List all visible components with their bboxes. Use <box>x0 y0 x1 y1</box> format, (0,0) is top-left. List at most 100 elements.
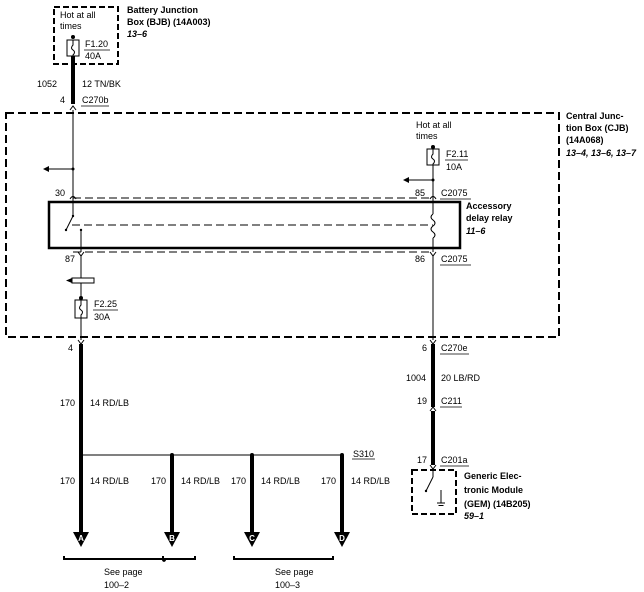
generic-electronic-module <box>411 469 457 515</box>
relay-title-2: delay relay <box>466 213 513 223</box>
cjb-title-3: (14A068) <box>566 135 604 145</box>
fuse-icon <box>66 39 80 57</box>
relay-ref: 11–6 <box>466 226 486 236</box>
relay-connector-top: C2075 <box>441 188 468 198</box>
f225-fuse-id: F2.25 <box>94 299 117 309</box>
relay-title-1: Accessory <box>466 201 512 211</box>
relay-body[interactable] <box>47 200 462 250</box>
pin-symbol <box>69 196 77 200</box>
branch-circuit: 170 <box>151 476 166 486</box>
right-out-pin3: 17 <box>417 455 427 465</box>
switch-contact <box>64 228 68 232</box>
arrow-down-icon[interactable] <box>73 532 89 547</box>
connector-c270e-symbol <box>429 339 437 345</box>
branch-c: C 170 14 RD/LB <box>231 453 300 547</box>
gem-title-3: (GEM) (14B205) <box>464 499 531 509</box>
bjb-fuse-id: F1.20 <box>85 39 108 49</box>
right-out-connector: C270e <box>441 343 468 353</box>
left-out-pin: 4 <box>68 343 73 353</box>
relay-coil-icon <box>430 213 436 239</box>
relay-pin-30: 30 <box>55 188 65 198</box>
cjb-title-2: tion Box (CJB) <box>566 123 629 133</box>
see-page-ab-1: See page <box>104 567 143 577</box>
relay-switch-icon <box>65 215 74 231</box>
f225-fuse-rating: 30A <box>94 312 110 322</box>
bjb-hot-label-2: times <box>60 21 82 31</box>
bjb-title-1: Battery Junction <box>127 5 198 15</box>
relay-pin-87: 87 <box>65 254 75 264</box>
relay-pin-85: 85 <box>415 188 425 198</box>
branch-letter: B <box>169 534 175 543</box>
gem-title-1: Generic Elec- <box>464 471 522 481</box>
gem-switch-icon <box>425 476 434 492</box>
cjb-ref: 13–4, 13–6, 13–7 <box>566 148 637 158</box>
right-out-pin2: 19 <box>417 396 427 406</box>
wire-1052-connector: C270b <box>82 95 109 105</box>
gem-title-2: tronic Module <box>464 485 523 495</box>
left-out-spec: 14 RD/LB <box>90 398 129 408</box>
gem-ref: 59–1 <box>464 511 484 521</box>
wire-1052-spec: 12 TN/BK <box>82 79 121 89</box>
f211-fuse-id: F2.11 <box>446 149 468 159</box>
branch-d: D 170 14 RD/LB <box>321 453 390 547</box>
arrow-down-icon[interactable] <box>164 532 180 547</box>
branch-circuit: 170 <box>231 476 246 486</box>
arrow-down-icon[interactable] <box>244 532 260 547</box>
connector-c270b-symbol <box>69 105 77 111</box>
arrow-left-icon <box>403 177 409 183</box>
bjb-ref: 13–6 <box>127 29 148 39</box>
cjb-hot-label-2: times <box>416 131 438 141</box>
f211-fuse-node <box>431 145 435 149</box>
branch-spec: 14 RD/LB <box>261 476 300 486</box>
bracket-ab <box>63 556 196 562</box>
arrow-left-icon <box>43 166 49 172</box>
gem-dashed-border[interactable] <box>411 469 457 515</box>
see-page-cd-2[interactable]: 100–3 <box>275 580 300 590</box>
cjb-hot-label-1: Hot at all <box>416 120 452 130</box>
relay-pin-86: 86 <box>415 254 425 264</box>
branch-b: B 170 14 RD/LB <box>151 453 220 547</box>
bjb-title-2: Box (BJB) (14A003) <box>127 17 211 27</box>
branch-letter: D <box>339 534 345 543</box>
switch-contact <box>424 489 428 493</box>
branch-letter: C <box>249 534 255 543</box>
right-out-connector3: C201a <box>441 455 468 465</box>
branch-circuit: 170 <box>60 476 75 486</box>
right-out-circuit: 1004 <box>406 373 426 383</box>
branch-letter: A <box>78 534 84 543</box>
arrow-left-icon <box>66 278 72 283</box>
branch-spec: 14 RD/LB <box>351 476 390 486</box>
bjb-fuse-rating: 40A <box>85 51 101 61</box>
connector-c211-symbol <box>429 406 437 412</box>
see-page-ab-2[interactable]: 100–2 <box>104 580 129 590</box>
branch-spec: 14 RD/LB <box>90 476 129 486</box>
pin-symbol <box>429 196 437 200</box>
fuse-icon <box>426 148 440 166</box>
right-out-connector2: C211 <box>441 396 462 406</box>
pin-symbol <box>429 251 437 257</box>
f225-fuse-node <box>79 296 83 300</box>
connector-c270-symbol <box>77 339 85 345</box>
cjb-dashed-border <box>5 112 560 338</box>
wire-1052-circuit: 1052 <box>37 79 57 89</box>
wire-1052-pin: 4 <box>60 95 65 105</box>
cjb-title-1: Central Junc- <box>566 111 624 121</box>
right-out-pin: 6 <box>422 343 427 353</box>
pin-symbol <box>77 251 85 257</box>
f211-fuse-rating: 10A <box>446 162 462 172</box>
bjb-hot-label-1: Hot at all <box>60 10 96 20</box>
fuse-icon <box>74 299 88 319</box>
connector-c201a-symbol <box>429 464 437 470</box>
accessory-delay-relay <box>47 196 462 257</box>
relay-connector-bottom: C2075 <box>441 254 468 264</box>
branch-spec: 14 RD/LB <box>181 476 220 486</box>
left-out-circuit: 170 <box>60 398 75 408</box>
splice-id: S310 <box>353 449 374 459</box>
diode-block-icon <box>71 277 95 284</box>
arrow-down-icon[interactable] <box>334 532 350 547</box>
bracket-cd <box>233 556 334 560</box>
bjb-dashed-border <box>53 6 119 65</box>
branch-circuit: 170 <box>321 476 336 486</box>
battery-junction-box: Hot at all times F1.20 40A Battery Junct… <box>53 5 211 65</box>
